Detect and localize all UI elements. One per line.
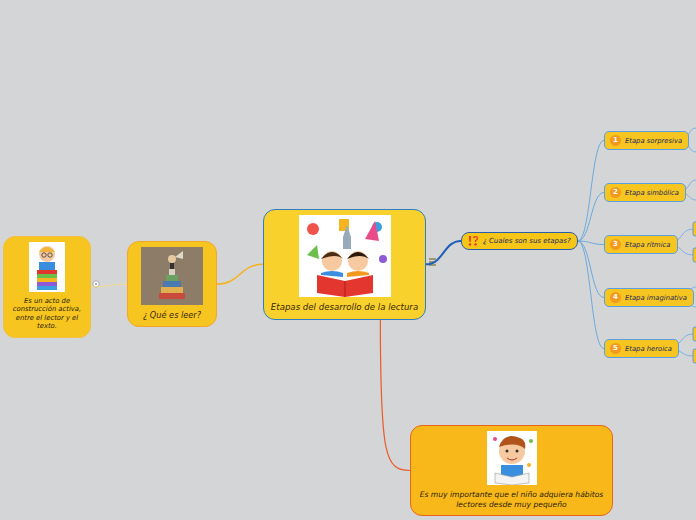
illustration-part	[29, 242, 65, 292]
stage-number: 1	[610, 135, 621, 146]
illustration-part	[307, 245, 319, 259]
illustration-part	[348, 251, 368, 271]
question-topic: ¿ Cuales son sus etapas?	[461, 232, 578, 250]
illustration-part	[39, 262, 55, 270]
illustration-part	[317, 275, 373, 297]
stage-number: 3	[610, 239, 621, 250]
stage-box: 5 Etapa heroica	[604, 339, 679, 358]
question-box: ¿ Qué es leer?	[127, 241, 217, 327]
connector	[578, 241, 604, 298]
illustration-part	[163, 281, 181, 287]
stage-number: 5	[610, 343, 621, 354]
illustration-part	[37, 274, 57, 278]
illustration-part	[344, 281, 345, 297]
node-label: ¿ Qué es leer?	[133, 310, 211, 320]
node-label: Etapa simbólica	[625, 189, 679, 197]
illustration-part	[299, 215, 391, 297]
node-label: Es un acto de construcción activa, entre…	[9, 297, 85, 331]
note-box: Es muy importante que el niño adquiera h…	[410, 425, 613, 516]
node-label: Etapa imaginativa	[625, 294, 687, 302]
illustration-part	[39, 246, 55, 262]
illustration-part	[29, 242, 65, 292]
node-label: ¿ Cuales son sus etapas?	[483, 237, 571, 245]
illustration-part	[473, 236, 478, 242]
illustration-part	[527, 463, 531, 467]
illustration-part	[169, 269, 175, 275]
illustration-part	[487, 431, 537, 485]
illustration-part	[48, 253, 52, 257]
stage-box: 1 Etapa sorpresiva	[604, 131, 689, 150]
illustration-part	[37, 282, 57, 286]
central-topic: Etapas del desarrollo de la lectura	[263, 209, 426, 320]
illustration-part	[322, 251, 342, 271]
stage-box: 2 Etapa simbólica	[604, 183, 686, 202]
illustration-part	[299, 215, 391, 297]
illustration-part	[474, 243, 476, 245]
illustration-part	[495, 473, 529, 485]
illustration-part	[39, 247, 55, 252]
node-label: Etapa heroica	[625, 345, 672, 353]
illustration-part	[37, 278, 57, 282]
illustration-part	[141, 247, 203, 305]
illustration-part	[515, 450, 518, 453]
stage-number: 4	[610, 292, 621, 303]
connector	[578, 141, 604, 242]
illustration-part	[347, 252, 369, 259]
illustration-part	[170, 263, 174, 269]
illustration-part	[321, 252, 343, 259]
illustration-part	[347, 271, 369, 277]
illustration-part	[175, 251, 183, 259]
illustration-part	[469, 243, 471, 245]
illustration-part	[321, 271, 343, 277]
illustration-part	[693, 327, 696, 341]
illustration-part	[505, 450, 508, 453]
illustration-part	[166, 275, 178, 281]
connector	[91, 284, 127, 287]
illustration-part	[693, 248, 696, 262]
illustration-part	[379, 255, 387, 263]
illustration-part	[365, 221, 379, 241]
node-label: Etapa rítmica	[625, 241, 671, 249]
illustration-part	[159, 293, 185, 299]
illustration-part	[529, 439, 533, 443]
illustration-part	[161, 287, 183, 293]
illustration-part	[42, 253, 46, 257]
answer-box: Es un acto de construcción activa, entre…	[3, 236, 91, 338]
node-label: Etapas del desarrollo de la lectura	[269, 302, 420, 313]
illustration-part	[493, 437, 497, 441]
stage-box: 4 Etapa imaginativa	[604, 288, 694, 307]
illustration-part	[343, 225, 351, 249]
illustration-part	[469, 236, 471, 242]
illustration-part	[693, 222, 696, 236]
illustration-part	[693, 349, 696, 363]
connector	[578, 193, 604, 242]
illustration-part	[95, 283, 97, 285]
illustration-part	[467, 236, 479, 246]
connector	[380, 320, 410, 471]
illustration-part	[141, 247, 203, 305]
stage-number: 2	[610, 187, 621, 198]
illustration-part	[37, 270, 57, 274]
connector	[217, 264, 263, 284]
connector	[578, 241, 604, 349]
illustration-part	[487, 431, 537, 485]
illustration-part	[507, 458, 517, 460]
stage-box: 3 Etapa rítmica	[604, 235, 678, 254]
illustration-part	[429, 259, 436, 260]
node-label: Etapa sorpresiva	[625, 137, 682, 145]
node-label: Es muy importante que el niño adquiera h…	[416, 490, 607, 509]
illustration-part	[37, 286, 57, 290]
illustration-part	[307, 223, 319, 235]
illustration-part	[168, 255, 176, 263]
illustration-part	[499, 436, 525, 449]
connector	[426, 241, 461, 264]
